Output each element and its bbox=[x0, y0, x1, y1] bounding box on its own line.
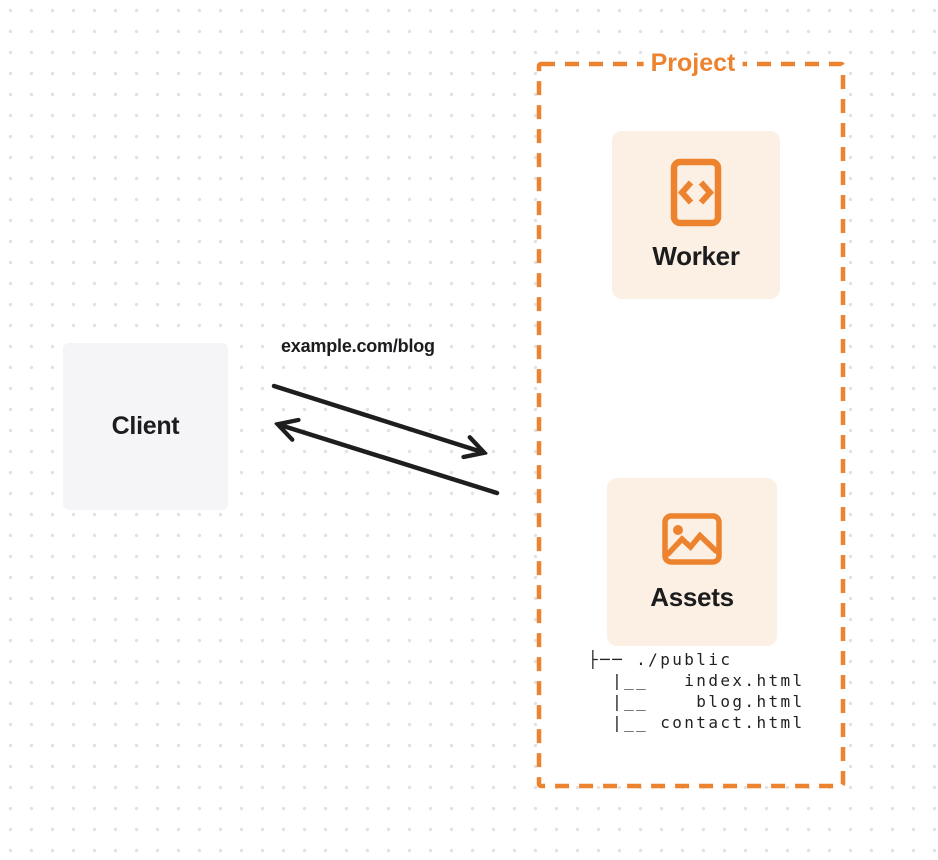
assets-card: Assets bbox=[607, 478, 777, 646]
tree-line-index: |__ index.html bbox=[588, 671, 805, 690]
tree-line-contact: |__ contact.html bbox=[588, 713, 805, 732]
tree-line-blog: |__ blog.html bbox=[588, 692, 805, 711]
request-arrow bbox=[271, 383, 482, 452]
client-node: Client bbox=[63, 343, 228, 510]
response-arrow bbox=[280, 425, 500, 496]
project-label: Project bbox=[643, 49, 743, 77]
tree-line-public: ├── ./public bbox=[588, 650, 733, 669]
assets-label: Assets bbox=[650, 582, 734, 612]
worker-card: Worker bbox=[612, 131, 780, 299]
client-label: Client bbox=[111, 412, 180, 440]
code-brackets-file-icon bbox=[670, 158, 722, 227]
request-url-label: example.com/blog bbox=[281, 336, 435, 356]
image-icon bbox=[662, 513, 722, 565]
worker-label: Worker bbox=[652, 241, 740, 271]
assets-file-tree: ├── ./public |__ index.html |__ blog.htm… bbox=[588, 649, 805, 733]
